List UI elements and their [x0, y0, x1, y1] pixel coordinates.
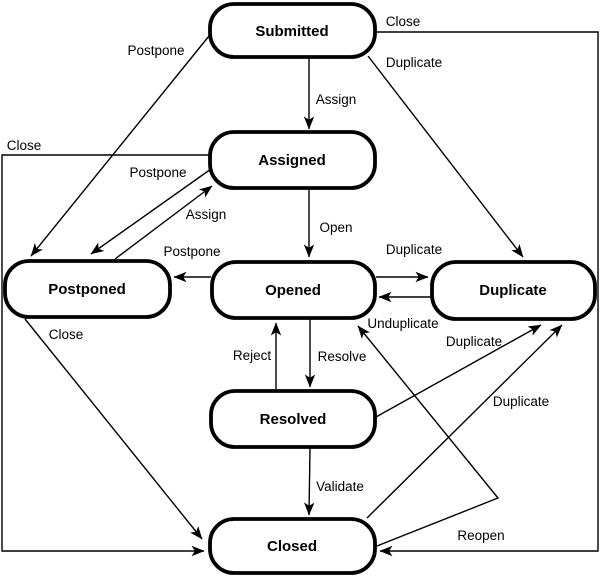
- transition-closed-opened: Reopen: [357, 325, 505, 547]
- transitions-layer: Assign Postpone Close Duplicate Open Pos…: [1, 14, 599, 557]
- state-node-resolved: Resolved: [209, 389, 377, 449]
- transition-label: Postpone: [127, 43, 184, 58]
- state-label: Closed: [267, 538, 317, 555]
- transition-postponed-assigned: Assign: [114, 185, 227, 260]
- transition-label: Close: [386, 14, 421, 29]
- transition-opened-resolved: Resolve: [304, 319, 367, 388]
- transition-line: [376, 31, 599, 557]
- state-label: Resolved: [260, 411, 327, 428]
- transition-assigned-opened: Open: [303, 189, 353, 258]
- transition-postponed-closed: Close: [24, 318, 203, 540]
- transition-line: [357, 325, 500, 547]
- transition-label: Duplicate: [493, 394, 549, 409]
- state-node-postponed: Postponed: [3, 259, 172, 319]
- state-node-closed: Closed: [208, 517, 377, 575]
- state-shape: [3, 259, 172, 319]
- state-label: Submitted: [255, 23, 328, 40]
- transition-label: Reopen: [457, 528, 504, 543]
- state-shape: [210, 260, 377, 320]
- state-node-submitted: Submitted: [208, 2, 377, 59]
- transition-label: Unduplicate: [367, 316, 438, 331]
- transition-line: [303, 447, 315, 516]
- transition-label: Reject: [233, 348, 272, 363]
- transition-resolved-closed: Validate: [303, 447, 364, 516]
- transition-line: [366, 324, 563, 519]
- transition-label: Assign: [316, 92, 357, 107]
- transition-duplicate-opened: Unduplicate: [367, 291, 439, 331]
- state-label: Duplicate: [479, 282, 547, 299]
- state-label: Postponed: [48, 281, 126, 298]
- transition-assigned-postponed: Postpone: [90, 165, 212, 255]
- transition-label: Close: [7, 138, 42, 153]
- state-label: Opened: [265, 282, 321, 299]
- transition-opened-postponed: Postpone: [163, 244, 221, 283]
- transition-opened-duplicate: Duplicate: [376, 242, 442, 283]
- transition-submitted-duplicate: Duplicate: [367, 55, 524, 258]
- transition-label: Open: [319, 220, 352, 235]
- state-shape: [208, 130, 377, 190]
- transition-label: Postpone: [129, 165, 186, 180]
- transition-label: Resolve: [318, 349, 367, 364]
- transition-line: [1, 154, 210, 557]
- transition-submitted-assigned: Assign: [303, 58, 357, 130]
- transition-resolved-duplicate: Duplicate: [375, 324, 542, 418]
- state-shape: [208, 2, 377, 59]
- transition-line: [375, 324, 542, 418]
- transition-line: [24, 318, 203, 540]
- state-label: Assigned: [258, 152, 326, 169]
- transition-label: Postpone: [163, 244, 220, 259]
- state-shape: [208, 517, 377, 575]
- transition-label: Duplicate: [446, 334, 502, 349]
- transition-resolved-opened: Reject: [233, 322, 282, 389]
- transition-line: [90, 168, 212, 255]
- transition-assigned-closed: Close: [1, 138, 210, 557]
- transition-label: Duplicate: [386, 55, 442, 70]
- state-node-assigned: Assigned: [208, 130, 377, 190]
- transition-line: [30, 35, 210, 257]
- transition-label: Validate: [316, 479, 364, 494]
- transition-label: Duplicate: [386, 242, 442, 257]
- states-layer: Submitted Assigned Postponed Opened Dupl…: [3, 2, 597, 575]
- transition-closed-duplicate: Duplicate: [366, 324, 563, 519]
- state-shape: [209, 389, 377, 449]
- state-node-duplicate: Duplicate: [430, 260, 597, 321]
- transition-line: [367, 55, 524, 258]
- state-node-opened: Opened: [210, 260, 377, 320]
- transition-submitted-postponed: Postpone: [30, 35, 210, 257]
- transition-submitted-closed: Close: [376, 14, 599, 557]
- transition-label: Close: [49, 327, 84, 342]
- transition-line: [114, 185, 213, 260]
- state-shape: [430, 260, 597, 321]
- transition-label: Assign: [186, 207, 227, 222]
